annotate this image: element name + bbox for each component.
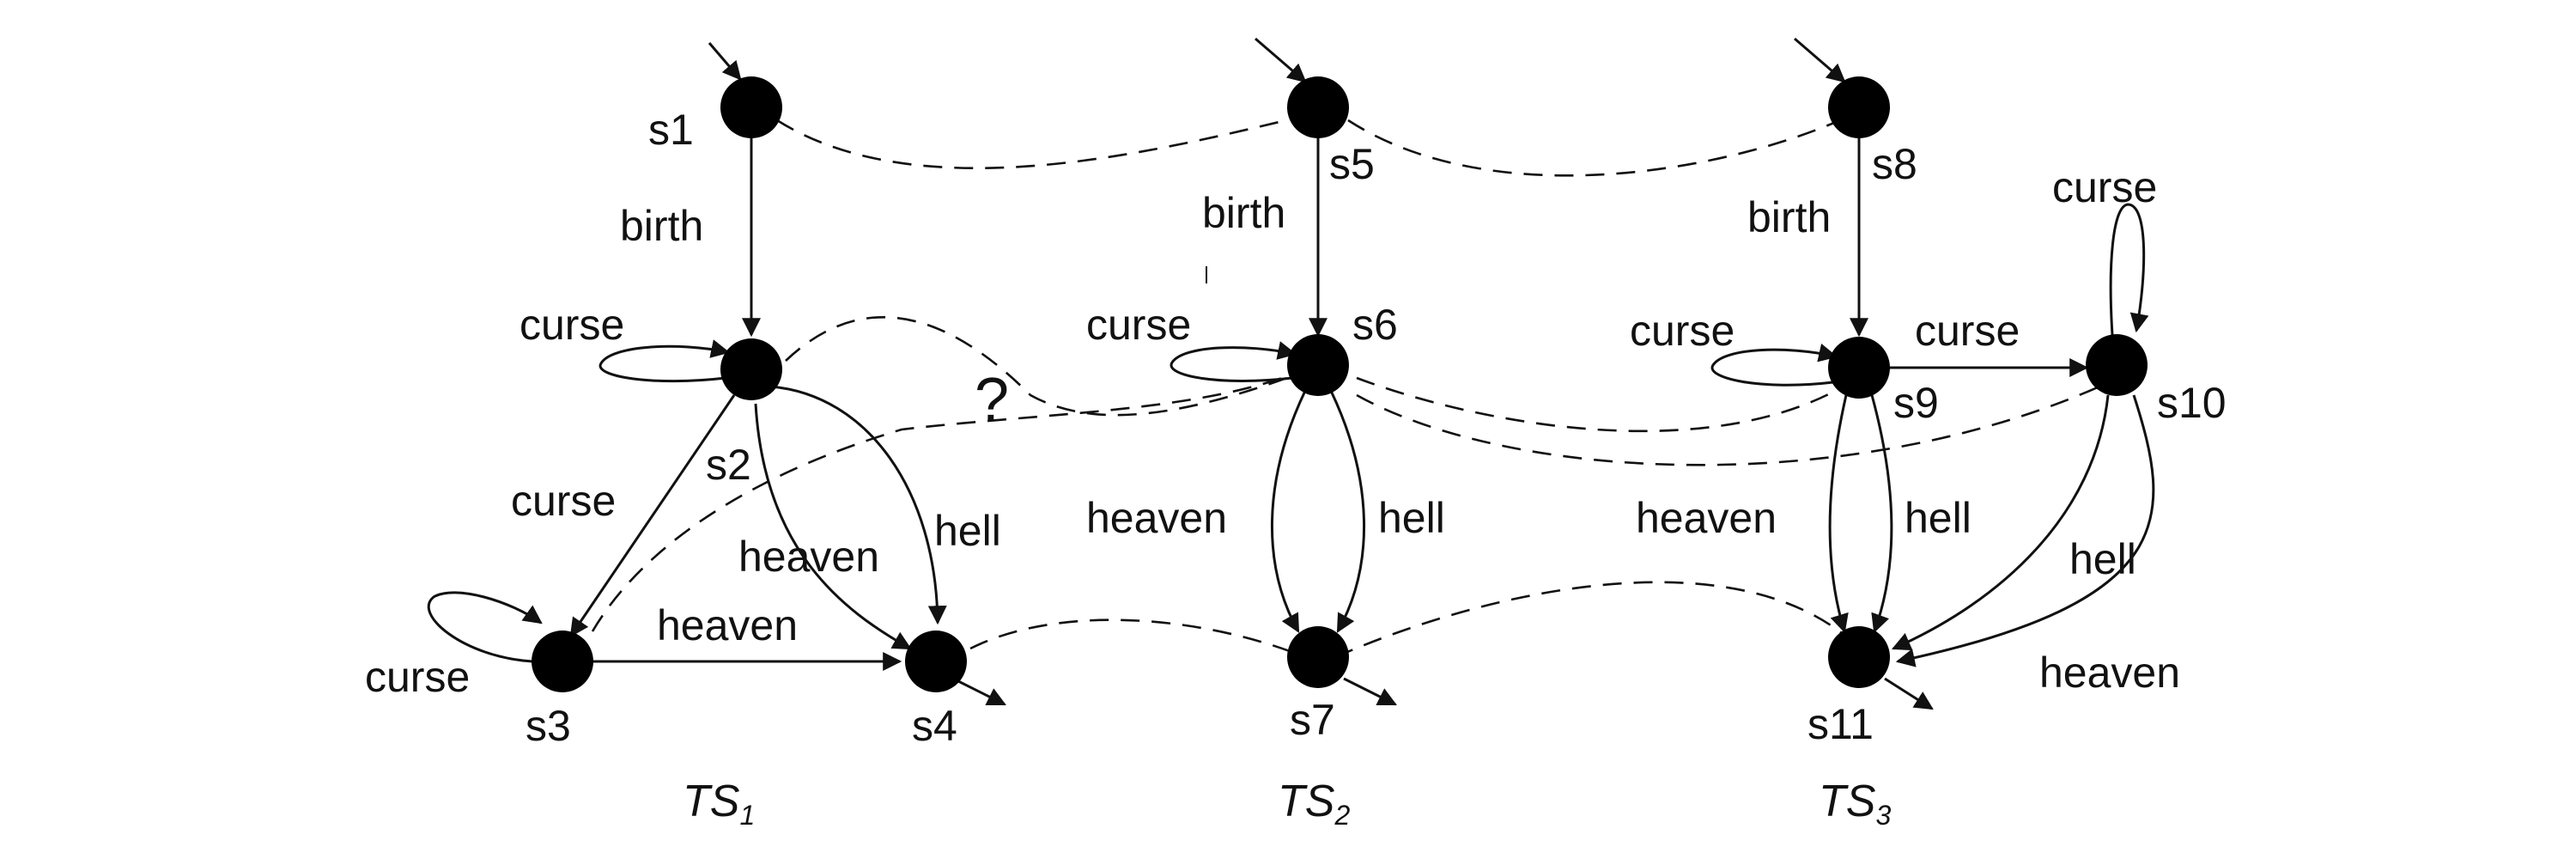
label-s4: s4: [912, 702, 957, 750]
action-labels: birth curse curse heaven hell curse heav…: [365, 163, 2180, 701]
label-birth-s8-s9: birth: [1747, 193, 1831, 241]
label-curse-s3-loop: curse: [365, 653, 470, 701]
state-s7: [1287, 626, 1349, 688]
edge-s2-s4-hell: [770, 385, 947, 625]
state-s11: [1828, 626, 1890, 688]
ts2-title: TS2: [1278, 777, 1350, 831]
state-s10: [2086, 334, 2148, 396]
label-heaven-s2-s4: heaven: [738, 533, 879, 581]
edge-s10-s11-hell: [1891, 394, 2110, 651]
label-curse-s10-loop: curse: [2052, 163, 2157, 211]
ts3-edges: [1710, 37, 2155, 710]
label-curse-s2-s3: curse: [511, 477, 616, 525]
state-s9: [1828, 337, 1890, 399]
relation-s3-s6: [591, 368, 1306, 632]
initial-arrow-s8: [1794, 37, 1846, 83]
ts1-edges: [427, 42, 1006, 706]
label-hell-s6-s7: hell: [1378, 494, 1445, 542]
final-arrow-s7: [1343, 677, 1397, 706]
edge-s6-s7-heaven: [1271, 390, 1307, 633]
label-s5: s5: [1329, 140, 1375, 188]
relation-s6-s10: [1356, 385, 2100, 466]
edge-s2-loop-curse: [598, 339, 731, 383]
edge-s2-s4-heaven: [754, 403, 912, 650]
state-s4: [905, 631, 967, 692]
label-birth-s1-s2: birth: [620, 202, 703, 250]
state-s6: [1287, 334, 1349, 396]
label-curse-s9-loop: curse: [1630, 307, 1735, 355]
relation-s4-s7: [969, 618, 1306, 659]
label-s8: s8: [1872, 140, 1917, 188]
relation-s1-s5: [776, 110, 1323, 170]
edge-s6-s7-hell: [1329, 390, 1365, 633]
relation-s2-s6: [785, 315, 1323, 417]
label-s9: s9: [1893, 379, 1939, 427]
label-heaven-s6-s7: heaven: [1086, 494, 1227, 542]
state-s2: [720, 338, 782, 400]
label-heaven-s9-s11: heaven: [1636, 494, 1777, 542]
ts1-title: TS1: [683, 777, 755, 831]
system-titles: TS1 TS2 TS3: [683, 777, 1891, 831]
label-s11: s11: [1807, 700, 1874, 748]
relation-s7-s11: [1334, 581, 1851, 659]
ts2-edges: [1170, 37, 1397, 706]
label-heaven-s10-s11: heaven: [2039, 649, 2180, 697]
label-s1: s1: [648, 106, 694, 154]
label-s2: s2: [706, 441, 751, 489]
edge-s10-loop-curse: [2109, 203, 2149, 336]
edge-s2-s3-curse: [569, 394, 736, 637]
state-s1: [720, 76, 782, 138]
state-s5: [1287, 76, 1349, 138]
label-hell-s2-s4: hell: [934, 507, 1001, 555]
label-curse-s9-s10: curse: [1915, 307, 2020, 355]
label-heaven-s3-s4: heaven: [657, 601, 798, 649]
label-s3: s3: [526, 702, 571, 750]
simulation-relations: [591, 110, 2100, 659]
state-s8: [1828, 76, 1890, 138]
ts3-title: TS3: [1819, 777, 1891, 831]
label-birth-s5-s6: birth: [1202, 189, 1285, 237]
initial-arrow-s1: [708, 42, 742, 81]
edge-s6-loop-curse: [1170, 341, 1297, 382]
label-hell-s9-s11: hell: [1905, 494, 1971, 542]
label-curse-s2-loop: curse: [519, 301, 624, 349]
question-mark: ?: [975, 366, 1009, 435]
label-curse-s6-loop: curse: [1086, 301, 1191, 349]
edge-s3-loop-curse: [427, 591, 543, 663]
relation-s5-s8: [1347, 110, 1860, 177]
edge-s9-loop-curse: [1710, 343, 1838, 387]
label-s7: s7: [1290, 696, 1335, 744]
state-s3: [532, 631, 593, 692]
label-s6: s6: [1352, 301, 1398, 349]
edge-s10-s11-heaven: [1895, 394, 2155, 667]
label-s10: s10: [2157, 379, 2227, 427]
relation-s6-s9: [1356, 376, 1851, 433]
state-labels: s1 s2 s3 s4 s5 s6 s7 s8 s9 s10 s11: [526, 106, 2227, 750]
states: [532, 76, 2148, 692]
label-hell-s10-s11: hell: [2069, 535, 2136, 583]
initial-arrow-s5: [1255, 37, 1307, 83]
edge-s9-s11-heaven: [1828, 394, 1849, 634]
edge-s9-s11-hell: [1870, 394, 1893, 634]
final-arrow-s4: [952, 677, 1006, 706]
final-arrow-s11: [1884, 677, 1934, 710]
